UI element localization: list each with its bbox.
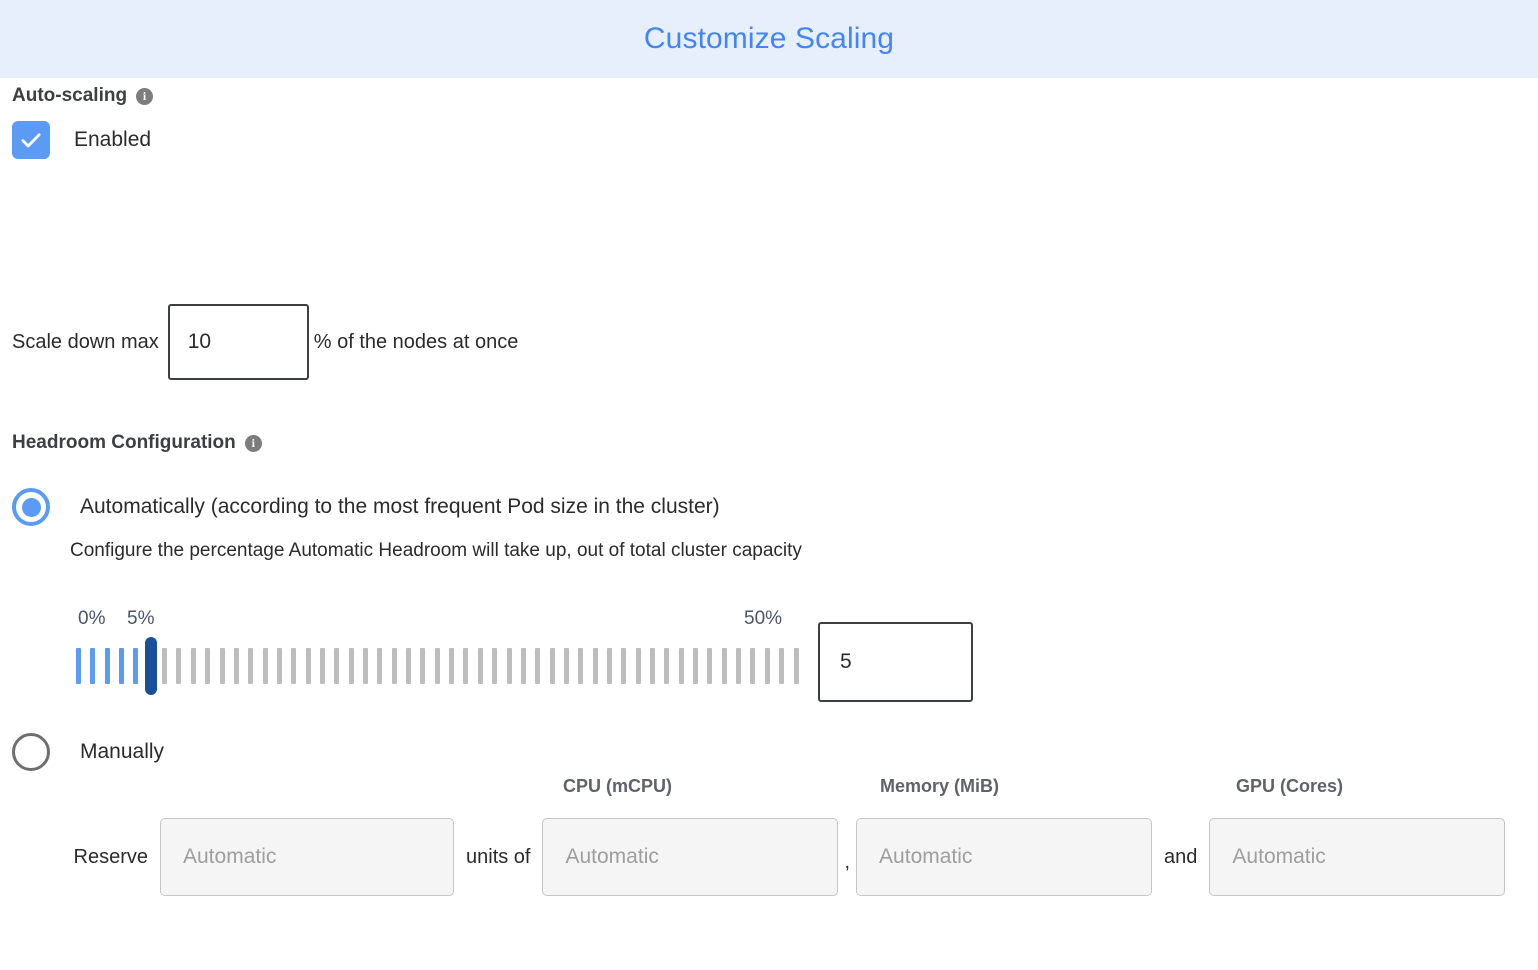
reserve-gpu-input[interactable] [1209,818,1506,896]
slider-tick [305,648,311,684]
slider-tick [162,648,168,684]
slider-tick [650,648,655,684]
dialog-header: Customize Scaling [0,0,1538,78]
slider-tick [248,648,254,684]
column-header-cpu: CPU (mCPU) [563,776,673,796]
slider-tick [420,648,426,684]
headroom-configuration-section-title: Headroom Configuration i [12,432,262,454]
slider-tick [779,648,785,684]
slider-tick [578,648,584,684]
slider-tick [721,648,727,684]
slider-tick [635,648,641,684]
slider-tick [104,648,110,684]
enabled-checkbox[interactable] [12,121,50,159]
units-of-label: units of [466,845,531,868]
scale-down-max-row: Scale down max % of the nodes at once [12,304,518,380]
radio-dot [21,497,41,517]
slider-tick [119,648,125,684]
reserve-label: Reserve [73,845,148,868]
slider-tick [736,648,742,684]
reserve-units-input[interactable] [160,818,454,896]
and-label: and [1164,845,1198,868]
slider-tick [549,648,555,684]
slider-tick [707,648,713,684]
slider-tick [133,648,139,684]
slider-tick [492,648,498,684]
slider-tick [764,648,770,684]
slider-tick [678,648,684,684]
scale-down-max-label: Scale down max [12,330,159,353]
slider-tick [176,648,182,684]
checkmark-icon [21,133,41,148]
slider-tick [592,648,598,684]
slider-tick [406,648,412,684]
headroom-option-manually[interactable]: Manually [12,733,164,771]
info-icon[interactable]: i [136,87,154,105]
slider-tick [190,648,196,684]
auto-scaling-section-title: Auto-scaling i [12,85,154,107]
slider-value-label: 5% [127,608,155,629]
radio-manually[interactable] [12,733,50,771]
headroom-slider-track[interactable] [76,637,810,695]
reserve-cpu-input[interactable] [542,818,839,896]
headroom-option-automatic[interactable]: Automatically (according to the most fre… [12,488,720,526]
slider-max-label: 50% [744,608,783,629]
slider-tick [520,648,526,684]
scale-down-max-suffix: % of the nodes at once [313,330,519,353]
slider-tick [348,648,354,684]
slider-tick [262,648,268,684]
slider-tick [535,648,541,684]
slider-tick [463,648,469,684]
slider-tick [233,648,239,684]
slider-tick [621,648,627,684]
radio-automatic-label: Automatically (according to the most fre… [80,495,720,518]
slider-tick [750,648,756,684]
manual-reserve-row: Reserve units of , and [0,818,1506,896]
slider-tick [219,648,225,684]
info-icon[interactable]: i [244,434,262,452]
comma-separator: , [844,851,851,873]
auto-scaling-enabled-row[interactable]: Enabled [12,121,151,159]
slider-tick [693,648,699,684]
slider-tick [434,648,440,684]
slider-tick [76,648,81,684]
slider-tick [563,648,569,684]
column-header-memory: Memory (MiB) [880,776,1000,796]
column-header-gpu: GPU (Cores) [1236,776,1344,796]
headroom-percentage-input[interactable] [818,622,973,702]
slider-tick [664,648,670,684]
slider-tick [449,648,455,684]
reserve-memory-input[interactable] [856,818,1153,896]
slider-tick [606,648,612,684]
headroom-automatic-description: Configure the percentage Automatic Headr… [70,540,802,561]
slider-tick [291,648,297,684]
slider-tick [334,648,340,684]
slider-thumb[interactable] [144,637,157,695]
page-title: Customize Scaling [643,22,895,55]
slider-tick [391,648,397,684]
auto-scaling-label: Auto-scaling [12,85,128,106]
slider-tick [205,648,211,684]
slider-tick [477,648,483,684]
slider-tick [377,648,383,684]
scale-down-max-input[interactable] [167,304,309,380]
slider-tick [793,648,799,684]
radio-manually-label: Manually [80,740,165,763]
slider-tick [90,648,96,684]
headroom-configuration-label: Headroom Configuration [12,432,236,453]
slider-tick [319,648,325,684]
enabled-label: Enabled [74,128,152,151]
slider-min-label: 0% [78,608,106,629]
slider-tick [363,648,368,684]
radio-automatic[interactable] [12,488,50,526]
slider-tick [506,648,512,684]
slider-tick [276,648,282,684]
